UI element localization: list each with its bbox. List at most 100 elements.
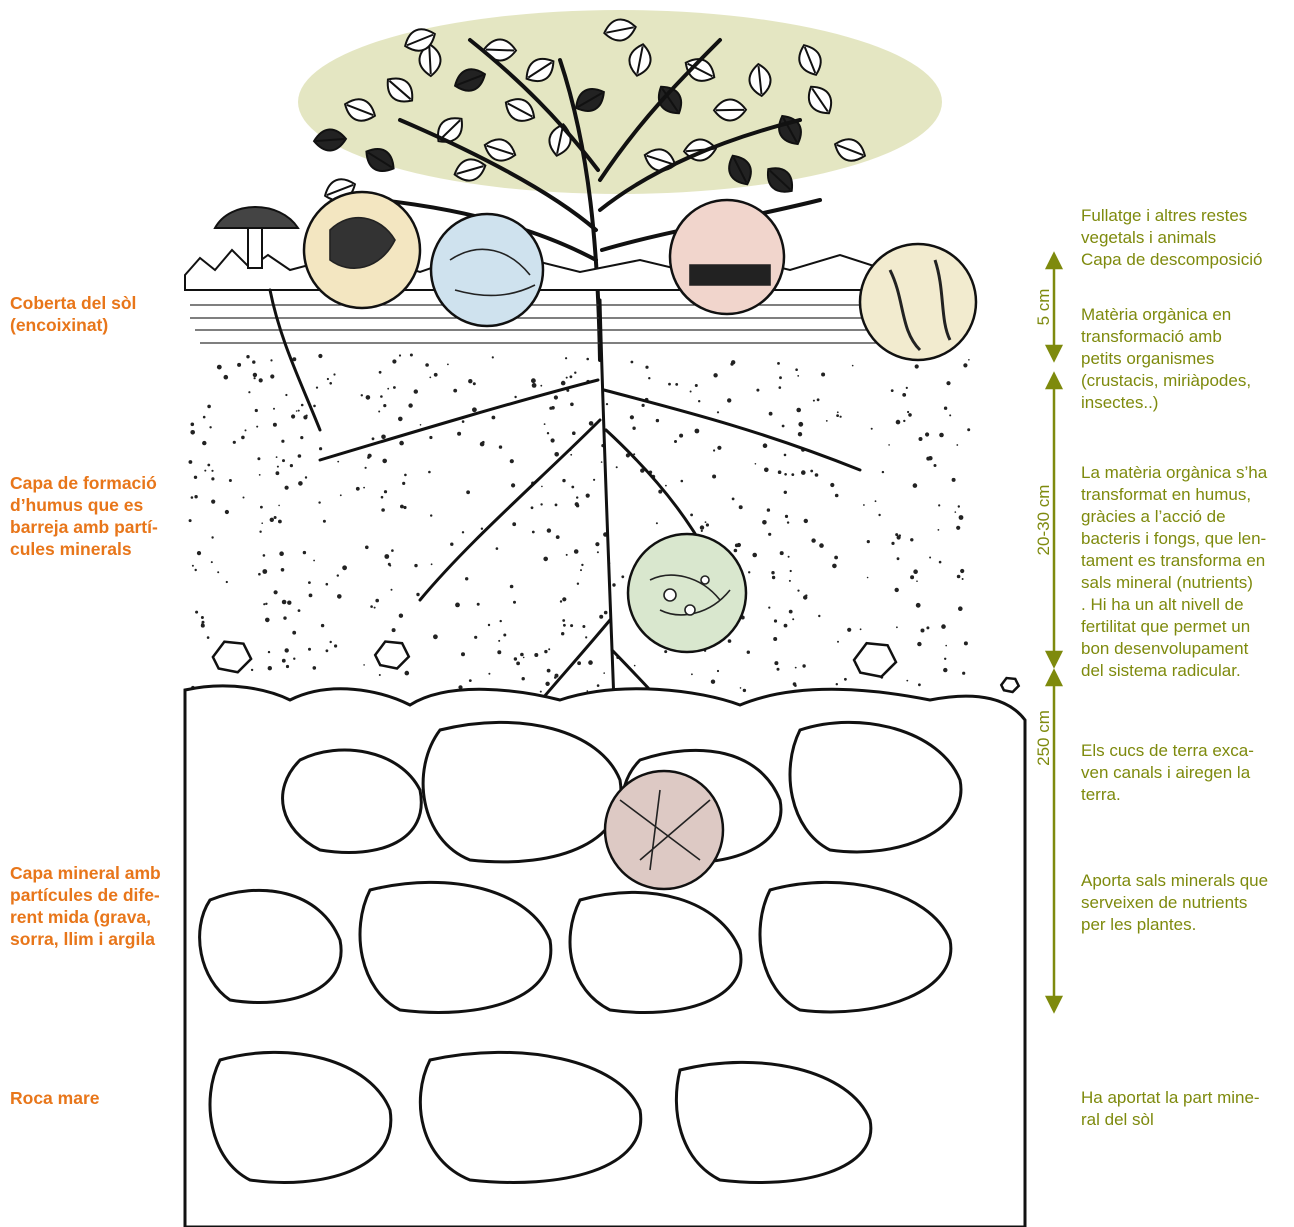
- stipple-dot: [382, 459, 387, 464]
- stipple-dot: [523, 657, 525, 659]
- stipple-dot: [313, 560, 315, 562]
- stipple-dot: [906, 680, 908, 682]
- stipple-dot: [784, 473, 787, 476]
- stipple-dot: [270, 518, 274, 522]
- stipple-dot: [938, 504, 940, 506]
- stipple-dot: [265, 603, 267, 605]
- stipple-dot: [429, 377, 431, 379]
- stipple-dot: [283, 616, 286, 619]
- stipple-dot: [430, 514, 432, 516]
- stipple-dot: [964, 641, 968, 645]
- stipple-dot: [393, 386, 396, 389]
- stipple-dot: [588, 660, 593, 665]
- stipple-dot: [763, 443, 768, 448]
- stipple-dot: [631, 361, 634, 364]
- stipple-dot: [711, 680, 715, 684]
- soil-stipple: [189, 354, 971, 694]
- rock: [375, 642, 409, 669]
- stipple-dot: [374, 607, 376, 609]
- stipple-dot: [273, 423, 277, 427]
- stipple-dot: [690, 514, 693, 517]
- stipple-dot: [604, 611, 608, 615]
- stipple-dot: [826, 420, 828, 422]
- stipple-dot: [797, 590, 799, 592]
- stipple-dot: [277, 466, 279, 468]
- stipple-dot: [285, 394, 287, 396]
- stipple-dot: [433, 634, 438, 639]
- stipple-dot: [910, 575, 914, 579]
- stipple-dot: [286, 665, 289, 668]
- stipple-dot: [919, 437, 923, 441]
- stipple-dot: [798, 432, 802, 436]
- stipple-dot: [447, 364, 449, 366]
- stipple-dot: [298, 481, 303, 486]
- stipple-dot: [582, 625, 585, 628]
- stipple-dot: [319, 447, 322, 450]
- stipple-dot: [952, 478, 956, 482]
- stipple-dot: [256, 426, 258, 428]
- stipple-dot: [577, 583, 579, 585]
- stipple-dot: [481, 528, 483, 530]
- stipple-dot: [340, 494, 342, 496]
- stipple-dot: [217, 365, 222, 370]
- stipple-dot: [378, 411, 380, 413]
- stipple-dot: [313, 405, 316, 408]
- stipple-dot: [195, 569, 197, 571]
- stipple-dot: [510, 459, 514, 463]
- stipple-dot: [290, 464, 293, 467]
- stipple-dot: [511, 483, 515, 487]
- stipple-dot: [224, 375, 229, 380]
- stipple-dot: [717, 670, 719, 672]
- stipple-dot: [586, 358, 589, 361]
- stipple-dot: [945, 645, 947, 647]
- stipple-dot: [428, 471, 431, 474]
- stipple-dot: [834, 556, 838, 560]
- stipple-dot: [246, 355, 249, 358]
- stipple-dot: [503, 634, 506, 637]
- stipple-dot: [496, 547, 499, 550]
- stipple-dot: [797, 375, 799, 377]
- stipple-dot: [337, 574, 339, 576]
- stipple-dot: [571, 486, 574, 489]
- stipple-dot: [574, 549, 579, 554]
- label-mineral-layer: Capa mineral amb partícules de dife- ren…: [10, 862, 200, 950]
- stipple-dot: [190, 430, 195, 435]
- stipple-dot: [664, 650, 667, 653]
- stipple-dot: [675, 383, 678, 386]
- stipple-dot: [674, 440, 677, 443]
- stipple-dot: [469, 679, 472, 682]
- stipple-dot: [836, 683, 838, 685]
- stipple-dot: [425, 363, 429, 367]
- stipple-dot: [207, 636, 210, 639]
- stipple-dot: [276, 456, 278, 458]
- stipple-dot: [434, 373, 438, 377]
- stipple-dot: [779, 376, 782, 379]
- stipple-dot: [962, 672, 965, 675]
- stipple-dot: [963, 363, 967, 367]
- litter-layer: [185, 250, 960, 343]
- stipple-dot: [959, 515, 964, 520]
- stipple-dot: [943, 668, 947, 672]
- stipple-dot: [771, 571, 774, 574]
- stipple-dot: [217, 571, 219, 573]
- stipple-dot: [748, 571, 750, 573]
- stipple-dot: [764, 468, 769, 473]
- stipple-dot: [278, 520, 282, 524]
- stipple-dot: [498, 640, 500, 642]
- stipple-dot: [308, 581, 311, 584]
- stipple-dot: [207, 464, 210, 467]
- stipple-dot: [513, 601, 516, 604]
- stipple-dot: [462, 420, 465, 423]
- stipple-dot: [453, 389, 457, 393]
- stipple-dot: [204, 470, 206, 472]
- stipple-dot: [910, 538, 913, 541]
- stipple-dot: [597, 684, 600, 687]
- stipple-dot: [769, 412, 773, 416]
- label-bedrock: Roca mare: [10, 1087, 200, 1109]
- stipple-dot: [261, 522, 263, 524]
- stipple-dot: [551, 438, 555, 442]
- stipple-dot: [860, 628, 862, 630]
- stipple-dot: [580, 569, 582, 571]
- stipple-dot: [772, 576, 775, 579]
- stipple-dot: [913, 483, 918, 488]
